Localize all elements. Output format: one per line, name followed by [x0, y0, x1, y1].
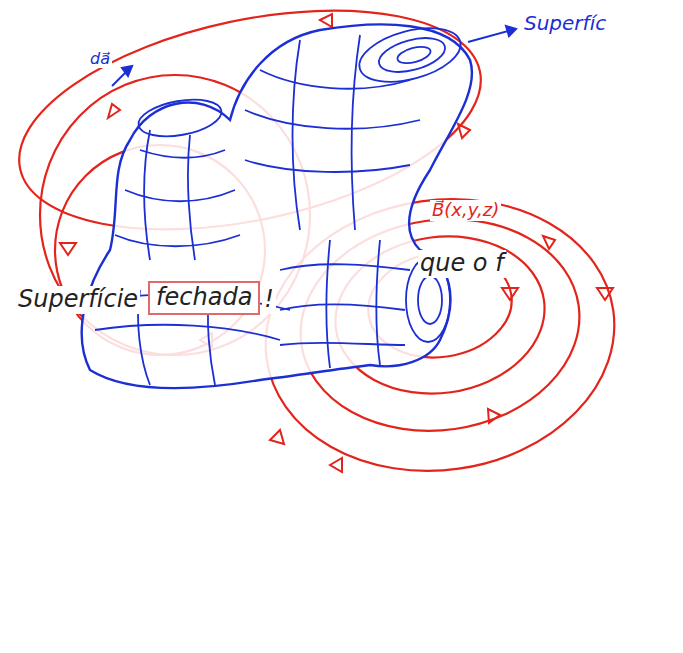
leader-line	[468, 30, 512, 42]
note-text: que o f	[418, 250, 506, 278]
arrowhead	[330, 458, 342, 472]
arrowhead	[543, 236, 555, 249]
arrowhead	[506, 26, 516, 36]
leaders	[112, 26, 516, 86]
arrowhead	[597, 288, 613, 300]
arrowhead	[270, 430, 284, 444]
arrowhead	[60, 243, 76, 255]
arrowhead	[108, 104, 120, 118]
arrowhead	[458, 124, 470, 138]
surface-label: Superfíc	[522, 12, 608, 35]
arrowhead	[502, 288, 518, 300]
box-text: fechada	[156, 283, 252, 311]
field-arrows	[60, 14, 613, 472]
arrowhead	[320, 14, 332, 27]
area-element-label: da⃗	[88, 50, 112, 68]
arrowhead	[122, 66, 132, 76]
field-lines	[0, 0, 632, 493]
highlight-box: fechada	[148, 281, 260, 315]
note-text: !	[262, 286, 276, 314]
surface-grid	[95, 18, 466, 385]
field-label: B⃗(x,y,z)	[430, 200, 501, 221]
note-text: Superfície	[16, 286, 140, 314]
arrowhead	[488, 409, 500, 423]
